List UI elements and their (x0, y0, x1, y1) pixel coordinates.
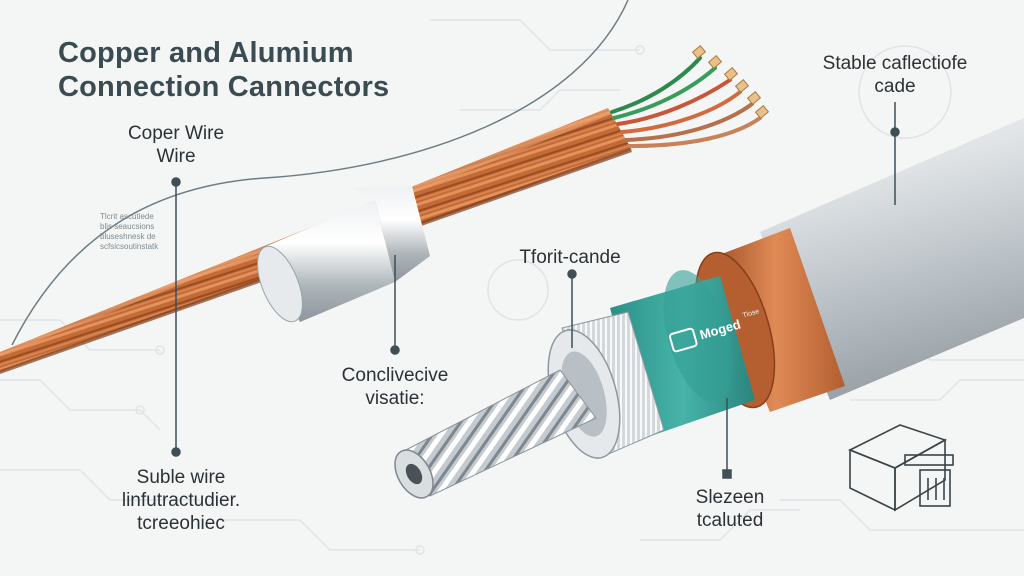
title-line-2: Connection Cannectors (58, 71, 390, 103)
label-stable: Stable caflectiofe cade (795, 52, 995, 98)
label-subtle-line-1: Suble wire (136, 467, 226, 488)
label-fiorit: Τforit-cande (505, 246, 635, 269)
aluminium-ferrule (257, 186, 430, 323)
label-sleeve: Slezeen tcaluted (670, 486, 790, 532)
label-subtle-line-2: linfutractudier. (121, 490, 241, 511)
title-line-1: Copper and Alumium (58, 37, 354, 69)
label-copper-wire: Coper Wire Wire (106, 122, 246, 168)
label-subtle-line-3: tcreeohiec (137, 513, 225, 534)
note-block: Tlcrit ascutiede blis seaucsions blusesh… (100, 212, 158, 252)
leader-lines (171, 102, 900, 479)
wire-tips (691, 45, 770, 119)
label-conductive-line-1: Conclivecive (341, 365, 449, 386)
threaded-screw (394, 369, 597, 499)
label-subtle: Suble wire linfutractudier. tcreeohiec (96, 466, 266, 535)
page-title: Copper and Alumium Connection Cannectors (58, 36, 389, 104)
label-fiorit-line-1: Τforit-cande (519, 247, 621, 268)
label-copper-wire-line-2: Wire (156, 146, 196, 167)
label-conductive: Conclivecive visatie: (320, 364, 470, 410)
label-sleeve-line-1: Slezeen (695, 487, 765, 508)
label-stable-line-1: Stable caflectiofe (822, 53, 968, 74)
note-line-2: blis seaucsions (100, 222, 155, 231)
note-line-4: scfsicsoutinstatk (100, 242, 159, 251)
decorative-arc (11, 0, 629, 346)
label-copper-wire-line-1: Coper Wire (127, 123, 225, 144)
note-line-1: Tlcrit ascutiede (100, 212, 154, 221)
label-stable-line-2: cade (874, 76, 916, 97)
label-sleeve-line-2: tcaluted (696, 510, 764, 531)
note-line-3: bluseshnesk de (100, 232, 156, 241)
connector-box-icon (848, 424, 954, 512)
colored-wires (610, 56, 762, 148)
label-conductive-line-2: visatie: (365, 388, 425, 409)
